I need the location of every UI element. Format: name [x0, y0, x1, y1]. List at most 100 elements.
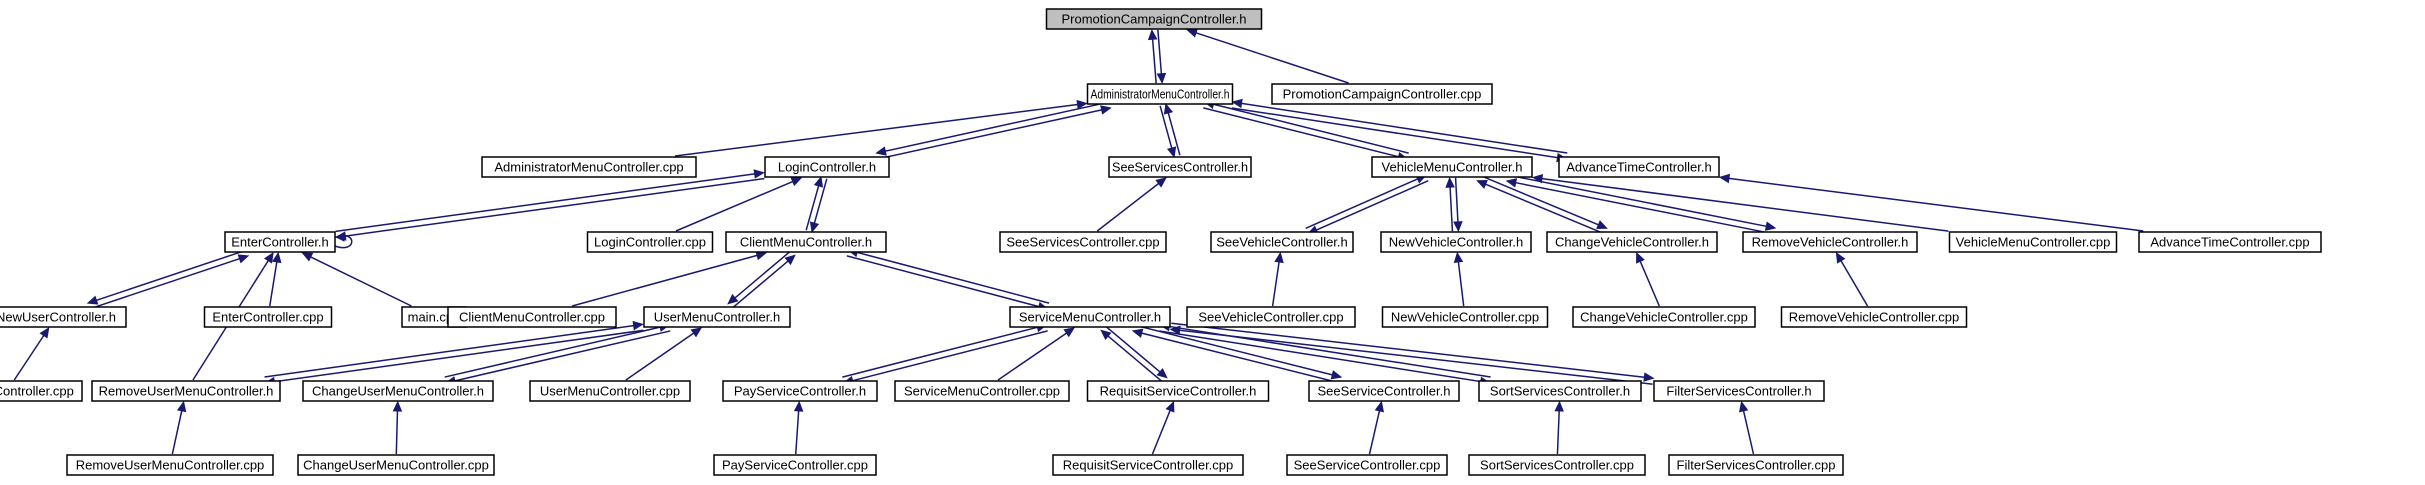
node-sosc-h[interactable]: SortServicesController.h — [1478, 380, 1642, 402]
node-label: PayServiceController.h — [734, 384, 866, 399]
edge-line — [852, 330, 1048, 382]
node-svc-h[interactable]: SeeVehicleController.h — [1210, 231, 1354, 253]
node-label: SortServicesController.h — [1490, 384, 1630, 399]
node-rumc-h[interactable]: RemoveUserMenuController.h — [91, 380, 281, 402]
edge-vmc_h-to-cvc_h — [1479, 174, 1608, 229]
node-amc-h[interactable]: AdministratorMenuController.h — [1086, 83, 1234, 105]
edge-arrowhead — [1274, 251, 1284, 264]
node-label: ChangeVehicleController.cpp — [1580, 310, 1748, 325]
node-nuc-h[interactable]: NewUserController.h — [0, 306, 127, 328]
node-psc-cpp[interactable]: PayServiceController.cpp — [713, 454, 877, 476]
node-amc-cpp[interactable]: AdministratorMenuController.cpp — [481, 156, 697, 178]
node-rvc-h[interactable]: RemoveVehicleController.h — [1742, 231, 1918, 253]
edge-line — [1096, 182, 1160, 232]
edge-arrowhead — [793, 400, 804, 412]
node-label: RemoveUserMenuController.h — [99, 384, 274, 399]
node-lc-cpp[interactable]: LoginController.cpp — [586, 231, 714, 253]
edge-nuc_cpp-to-nuc_h — [13, 326, 50, 381]
edge-line — [171, 410, 183, 455]
node-box — [66, 454, 274, 476]
node-pcc-h[interactable]: PromotionCampaignController.h — [1045, 8, 1263, 30]
node-pcc-cpp[interactable]: PromotionCampaignController.cpp — [1271, 83, 1493, 105]
node-svc-cpp[interactable]: SeeVehicleController.cpp — [1186, 306, 1356, 328]
edge-amc_h-to-lc_h — [875, 101, 1110, 156]
edge-line — [571, 254, 758, 307]
edge-fsc_cpp-to-fsc_h — [1739, 400, 1755, 455]
edge-umc_cpp-to-umc_h — [625, 327, 703, 381]
edge-arrowhead — [176, 400, 187, 413]
edge-arrowhead — [1531, 173, 1544, 184]
node-label: ClientMenuController.cpp — [459, 310, 605, 325]
edge-arrowhead — [790, 177, 803, 187]
node-rsc-h[interactable]: RequisitServiceController.h — [1086, 380, 1270, 402]
edge-cmc_h-to-lc_h — [805, 176, 824, 231]
node-cumc-cpp[interactable]: ChangeUserMenuController.cpp — [297, 454, 495, 476]
node-label: PayServiceController.cpp — [722, 458, 868, 473]
edge-ssc_h-to-amc_h — [1163, 103, 1181, 156]
node-umc-h[interactable]: UserMenuController.h — [643, 306, 791, 328]
node-label: AdministratorMenuController.cpp — [494, 160, 683, 175]
edge-line — [856, 251, 1050, 304]
node-nvc-h[interactable]: NewVehicleController.h — [1380, 231, 1532, 253]
node-ssc-h[interactable]: SeeServicesController.h — [1108, 156, 1252, 178]
edge-arrowhead — [875, 146, 887, 156]
node-ec-cpp[interactable]: EnterController.cpp — [203, 306, 333, 328]
edge-line — [842, 326, 1038, 378]
node-smc-h[interactable]: ServiceMenuController.h — [1009, 306, 1171, 328]
edge-arrowhead — [1131, 328, 1144, 338]
node-sosc-cpp[interactable]: SortServicesController.cpp — [1468, 454, 1646, 476]
node-psc-h[interactable]: PayServiceController.h — [722, 380, 878, 402]
node-cmc-cpp[interactable]: ClientMenuController.cpp — [447, 306, 617, 328]
node-atc-h[interactable]: AdvanceTimeController.h — [1558, 156, 1720, 178]
edge-sesc_cpp-to-sesc_h — [1368, 400, 1384, 455]
node-nuc-cpp[interactable]: NewUserController.cpp — [0, 380, 83, 402]
node-vmc-cpp[interactable]: VehicleMenuController.cpp — [1948, 231, 2118, 253]
node-cvc-h[interactable]: ChangeVehicleController.h — [1546, 231, 1718, 253]
node-fsc-cpp[interactable]: FilterServicesController.cpp — [1668, 454, 1844, 476]
node-rumc-cpp[interactable]: RemoveUserMenuController.cpp — [66, 454, 274, 476]
node-vmc-h[interactable]: VehicleMenuController.h — [1371, 156, 1533, 178]
node-atc-cpp[interactable]: AdvanceTimeController.cpp — [2138, 231, 2322, 253]
edge-nuc_h-to-ec_h — [89, 254, 250, 310]
node-cmc-h[interactable]: ClientMenuController.h — [725, 231, 887, 253]
edge-line — [274, 329, 644, 383]
edge-arrowhead — [1163, 103, 1174, 115]
edge-line — [1159, 105, 1173, 149]
node-cumc-h[interactable]: ChangeUserMenuController.h — [302, 380, 494, 402]
edge-cmc_cpp-to-cmc_h — [571, 250, 768, 307]
node-label: UserMenuController.h — [654, 310, 780, 325]
node-fsc-h[interactable]: FilterServicesController.h — [1653, 380, 1825, 402]
node-rsc-cpp[interactable]: RequisitServiceController.cpp — [1052, 454, 1244, 476]
node-rvc-cpp[interactable]: RemoveVehicleController.cpp — [1780, 306, 1968, 328]
edge-rvc_cpp-to-rvc_h — [1835, 251, 1869, 307]
edge-smc_cpp-to-smc_h — [997, 327, 1075, 381]
edge-arrowhead — [86, 295, 99, 305]
node-lc-h[interactable]: LoginController.h — [764, 156, 890, 178]
node-ssc-cpp[interactable]: SeeServicesController.cpp — [999, 231, 1167, 253]
node-sesc-cpp[interactable]: SeeServiceController.cpp — [1286, 454, 1448, 476]
node-box — [2138, 231, 2322, 253]
node-ec-h[interactable]: EnterController.h — [224, 231, 336, 253]
edge-line — [1316, 180, 1429, 231]
edge-svc_cpp-to-svc_h — [1271, 251, 1284, 307]
node-box — [1558, 156, 1720, 178]
node-label: NewVehicleController.h — [1389, 235, 1523, 250]
edge-arrowhead — [1186, 28, 1198, 38]
node-cvc-cpp[interactable]: ChangeVehicleController.cpp — [1572, 306, 1756, 328]
node-umc-cpp[interactable]: UserMenuController.cpp — [529, 380, 691, 402]
node-box — [1086, 380, 1270, 402]
node-smc-cpp[interactable]: ServiceMenuController.cpp — [894, 380, 1070, 402]
edge-rsc_cpp-to-rsc_h — [1151, 400, 1175, 455]
edge-arrowhead — [1505, 178, 1518, 188]
node-box — [1478, 380, 1642, 402]
node-nvc-cpp[interactable]: NewVehicleController.cpp — [1381, 306, 1549, 328]
node-label: ServiceMenuController.cpp — [904, 384, 1060, 399]
edge-arrowhead — [632, 320, 644, 331]
edge-arrowhead — [272, 251, 282, 264]
node-box — [297, 454, 495, 476]
edge-line — [1151, 39, 1157, 84]
edge-arrowhead — [1596, 220, 1608, 229]
node-sesc-h[interactable]: SeeServiceController.h — [1308, 380, 1460, 402]
edge-nvc_cpp-to-nvc_h — [1453, 251, 1465, 307]
